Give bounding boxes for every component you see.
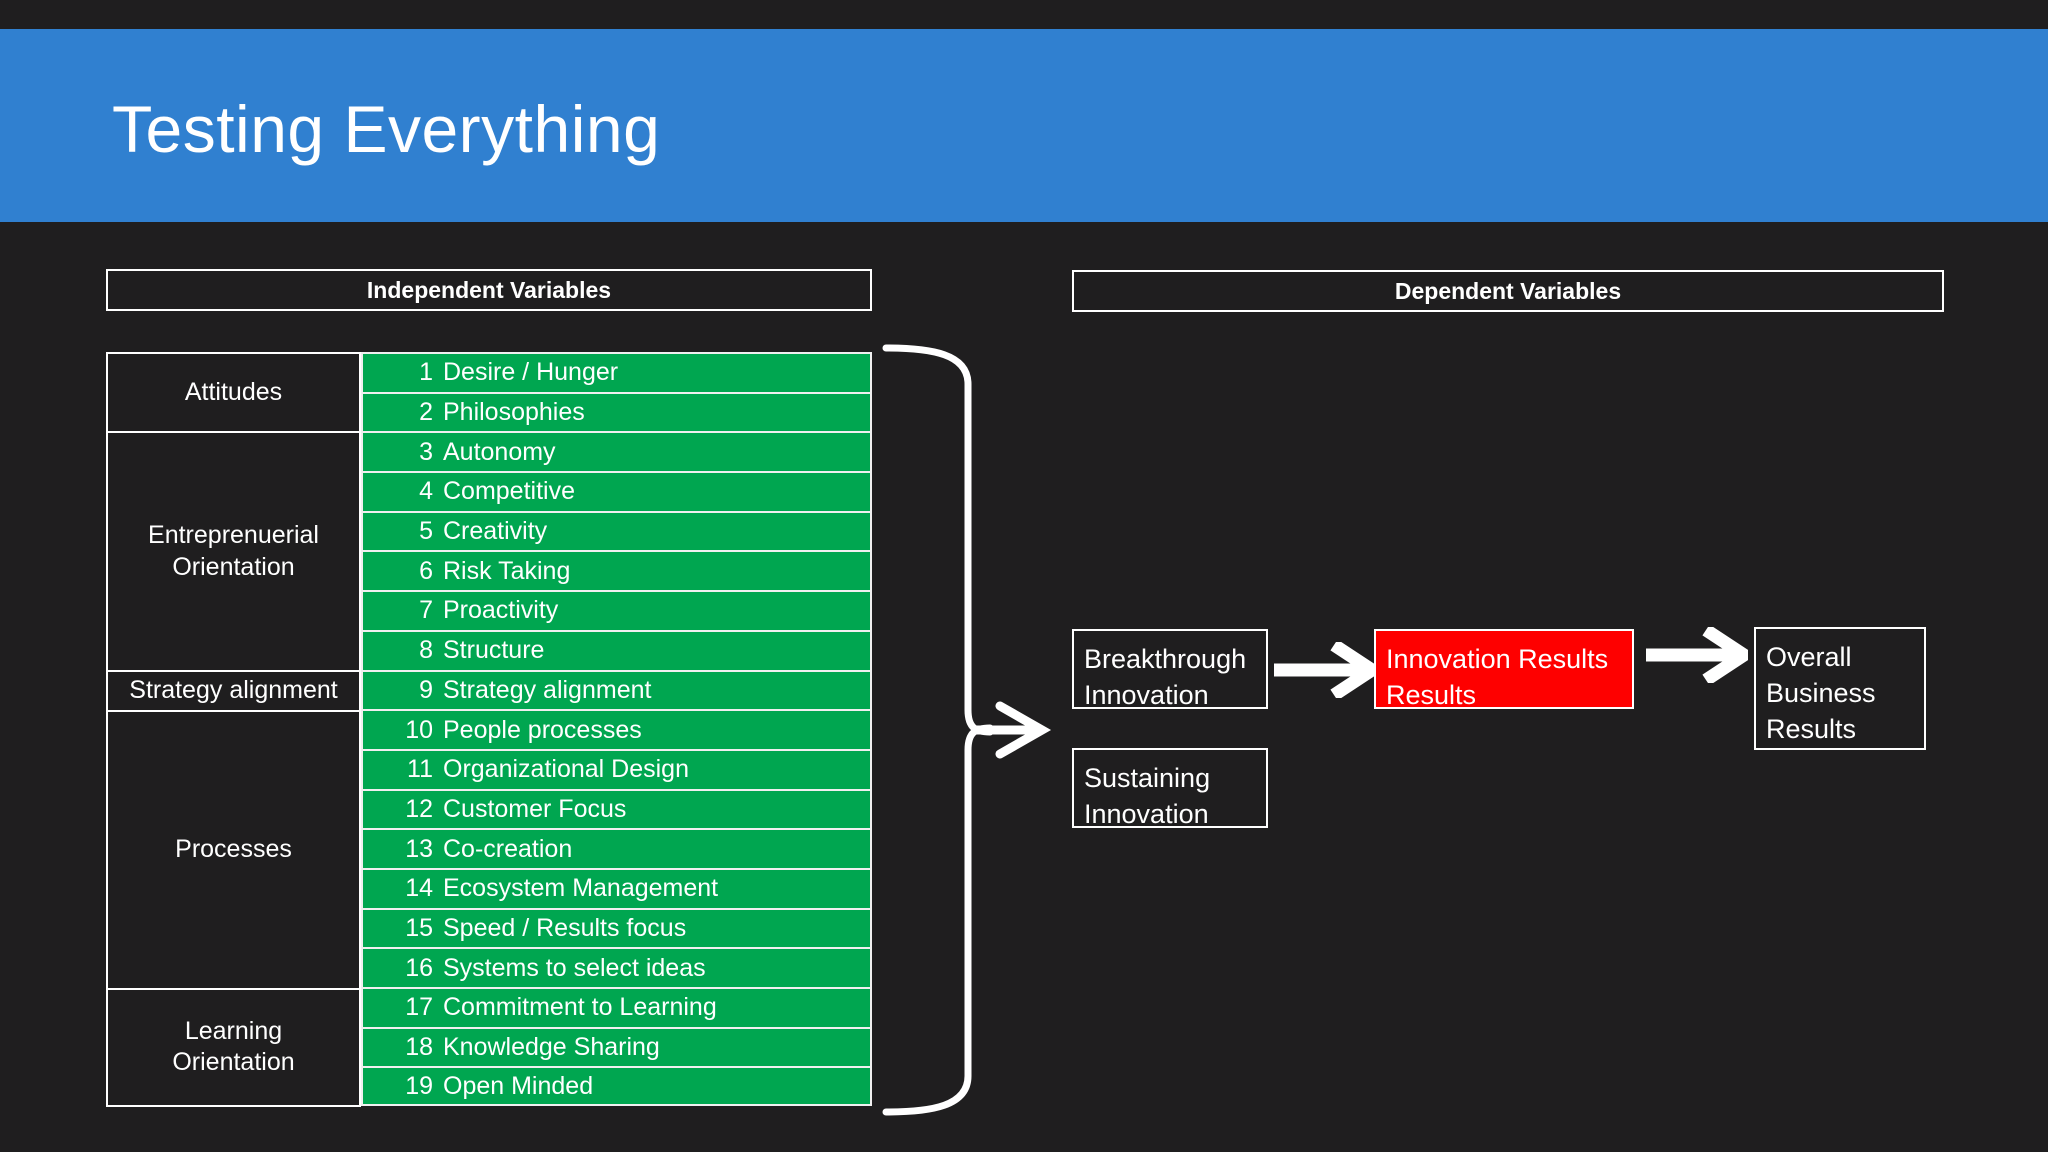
variable-row[interactable]: 16 Systems to select ideas bbox=[361, 947, 872, 987]
variable-label: Philosophies bbox=[443, 398, 585, 427]
variable-number: 6 bbox=[419, 556, 433, 585]
variable-row[interactable]: 17 Commitment to Learning bbox=[361, 987, 872, 1027]
variable-row[interactable]: 12 Customer Focus bbox=[361, 788, 872, 829]
dependent-variables-header: Dependent Variables bbox=[1072, 270, 1944, 312]
variable-number: 10 bbox=[405, 715, 433, 744]
variable-label: Co-creation bbox=[443, 834, 573, 863]
variable-label: Autonomy bbox=[443, 437, 556, 466]
variable-label: Risk Taking bbox=[443, 556, 571, 585]
variable-label: Ecosystem Management bbox=[443, 874, 719, 903]
sustaining-innovation-box: Sustaining Innovation bbox=[1072, 748, 1268, 829]
independent-variables-header: Independent Variables bbox=[106, 269, 872, 311]
variable-label: Competitive bbox=[443, 477, 575, 506]
variable-number: 5 bbox=[419, 517, 433, 546]
variable-row[interactable]: 18 Knowledge Sharing bbox=[361, 1026, 872, 1067]
variable-label: Proactivity bbox=[443, 596, 559, 625]
variable-row[interactable]: 8 Structure bbox=[361, 629, 872, 670]
variable-row[interactable]: 4 Competitive bbox=[361, 471, 872, 511]
category-cell: Strategy alignment bbox=[106, 669, 361, 710]
variable-number: 13 bbox=[405, 834, 433, 863]
variable-number: 3 bbox=[419, 437, 433, 466]
variable-number: 16 bbox=[405, 953, 433, 982]
variable-row[interactable]: 14 Ecosystem Management bbox=[361, 867, 872, 908]
variable-label: Strategy alignment bbox=[443, 675, 652, 704]
variable-number: 1 bbox=[419, 358, 433, 387]
variable-row[interactable]: 2 Philosophies bbox=[361, 391, 872, 432]
overall-business-results-box: Overall Business Results bbox=[1754, 627, 1926, 750]
variable-row[interactable]: 9 Strategy alignment bbox=[361, 669, 872, 710]
variable-number: 9 bbox=[419, 675, 433, 704]
variable-number: 11 bbox=[407, 755, 433, 784]
title-banner: Testing Everything bbox=[0, 29, 2048, 222]
page-title: Testing Everything bbox=[112, 92, 661, 166]
variable-row[interactable]: 7 Proactivity bbox=[361, 590, 872, 630]
variable-label: Creativity bbox=[443, 517, 548, 546]
variable-row[interactable]: 15 Speed / Results focus bbox=[361, 907, 872, 948]
variable-number: 15 bbox=[405, 913, 433, 942]
variable-label: Knowledge Sharing bbox=[443, 1033, 660, 1062]
variable-row[interactable]: 3 Autonomy bbox=[361, 431, 872, 472]
variable-label: Customer Focus bbox=[443, 794, 627, 823]
variable-label: Open Minded bbox=[443, 1071, 594, 1100]
arrow-right-icon bbox=[1272, 639, 1384, 703]
right-bracket-with-arrow-icon bbox=[872, 340, 1052, 1120]
variable-label: People processes bbox=[443, 715, 642, 744]
variable-number: 18 bbox=[405, 1033, 433, 1062]
variable-number: 19 bbox=[405, 1071, 433, 1100]
variable-number: 2 bbox=[419, 398, 433, 427]
arrow-right-icon bbox=[1644, 624, 1756, 688]
category-cell: Processes bbox=[106, 709, 361, 988]
variable-row[interactable]: 6 Risk Taking bbox=[361, 550, 872, 591]
variable-label: Speed / Results focus bbox=[443, 913, 687, 942]
variable-label: Desire / Hunger bbox=[443, 358, 619, 387]
variable-row[interactable]: 13 Co-creation bbox=[361, 828, 872, 868]
innovation-results-box: Innovation Results Results bbox=[1374, 629, 1634, 710]
variable-number: 14 bbox=[405, 874, 433, 903]
variable-label: Structure bbox=[443, 636, 545, 665]
variable-label: Commitment to Learning bbox=[443, 993, 717, 1022]
variable-label: Systems to select ideas bbox=[443, 953, 706, 982]
category-cell: Learning Orientation bbox=[106, 987, 361, 1107]
variable-row[interactable]: 11 Organizational Design bbox=[361, 748, 872, 789]
category-cell: Attitudes bbox=[106, 352, 361, 432]
variable-row[interactable]: 10 People processes bbox=[361, 709, 872, 749]
variable-row[interactable]: 1 Desire / Hunger bbox=[361, 352, 872, 392]
variable-number: 7 bbox=[419, 596, 433, 625]
variable-row[interactable]: 19 Open Minded bbox=[361, 1066, 872, 1107]
category-cell: Entreprenuerial Orientation bbox=[106, 431, 361, 670]
variable-label: Organizational Design bbox=[443, 755, 689, 784]
variable-number: 17 bbox=[405, 993, 433, 1022]
variable-number: 8 bbox=[419, 636, 433, 665]
variable-row[interactable]: 5 Creativity bbox=[361, 510, 872, 551]
variable-number: 4 bbox=[419, 477, 433, 506]
variable-number: 12 bbox=[405, 794, 433, 823]
breakthrough-innovation-box: Breakthrough Innovation bbox=[1072, 629, 1268, 710]
